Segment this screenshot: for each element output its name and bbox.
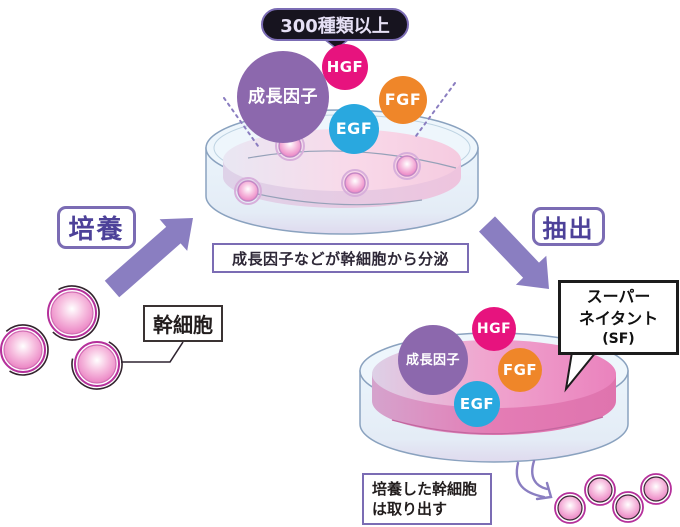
hgf-circle-top: HGF — [322, 44, 368, 90]
extract-arrow — [479, 216, 549, 289]
secretion-caption-text: 成長因子などが幹細胞から分泌 — [231, 249, 449, 268]
badge-label: 300種類以上 — [280, 15, 390, 37]
take-out-caption-line1: 培養した幹細胞 — [372, 479, 478, 498]
supernatant-line1: スーパー — [586, 287, 651, 307]
hgf-label: HGF — [326, 57, 364, 76]
stem-cell-label-connector — [121, 341, 184, 363]
badge-300-types: 300種類以上 — [261, 8, 409, 41]
growth-factor-circle-top: 成長因子 — [237, 51, 329, 143]
stem-cells-group — [0, 285, 123, 390]
culture-step-label: 培養 — [57, 206, 136, 249]
stem-cell-text: 幹細胞 — [153, 313, 213, 337]
take-out-curved-arrow — [515, 459, 553, 501]
culture-arrow — [104, 218, 193, 298]
hgf-circle-bottom: HGF — [472, 307, 516, 351]
egf-label: EGF — [335, 119, 373, 138]
supernatant-line2: ネイタント — [578, 309, 659, 329]
supernatant-callout: スーパー ネイタント (SF) — [558, 280, 679, 355]
fgf-circle-top: FGF — [379, 76, 427, 124]
fgf-label: FGF — [384, 90, 422, 109]
stem-cell-label: 幹細胞 — [143, 305, 223, 342]
secretion-caption: 成長因子などが幹細胞から分泌 — [212, 243, 469, 273]
supernatant-line3: (SF) — [602, 330, 635, 347]
culture-text: 培養 — [68, 215, 125, 245]
fgf-label: FGF — [502, 360, 538, 379]
take-out-caption: 培養した幹細胞 は取り出す — [362, 473, 492, 525]
growth-factor-label: 成長因子 — [405, 352, 460, 368]
fgf-circle-bottom: FGF — [498, 348, 542, 392]
egf-label: EGF — [459, 394, 495, 413]
dish-cells — [234, 131, 421, 205]
hgf-label: HGF — [476, 321, 512, 337]
extracted-cells-group — [554, 473, 672, 524]
growth-factor-circle-bottom: 成長因子 — [398, 325, 468, 395]
take-out-caption-line2: は取り出す — [372, 500, 448, 518]
extract-step-label: 抽出 — [532, 207, 605, 246]
egf-circle-bottom: EGF — [454, 381, 500, 427]
secretion-dashed-lines — [223, 82, 456, 147]
growth-factor-label: 成長因子 — [248, 86, 318, 107]
extract-text: 抽出 — [542, 215, 595, 243]
egf-circle-top: EGF — [329, 104, 379, 154]
